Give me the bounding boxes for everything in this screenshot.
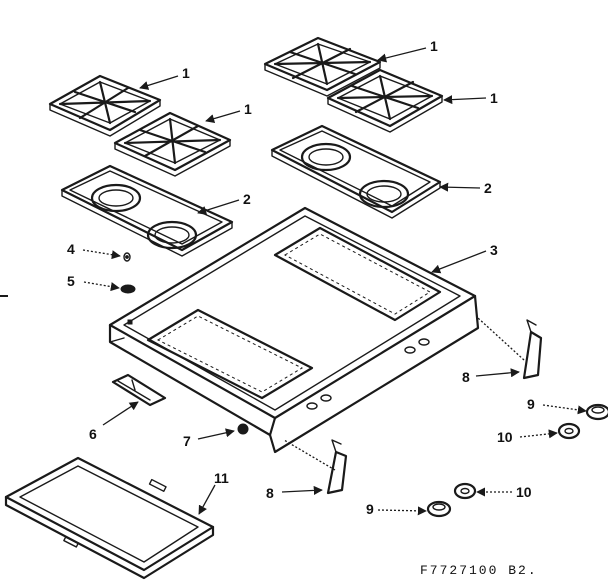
- drip-tray-left: [60, 164, 234, 257]
- callout-3: 3: [490, 242, 498, 258]
- side-trim-right: [522, 319, 543, 380]
- callout-9-lower: 9: [366, 501, 374, 517]
- bezel-upper: [557, 422, 581, 440]
- part-4: [123, 252, 131, 262]
- grate-right-bottom: [326, 68, 444, 133]
- grate-left-bottom: [113, 111, 232, 177]
- cooktop: [108, 206, 480, 454]
- callout-10-upper: 10: [497, 429, 513, 445]
- callout-8-right: 8: [462, 369, 470, 385]
- side-trim-left: [326, 439, 348, 495]
- part-5: [120, 284, 136, 294]
- callout-9-upper: 9: [527, 396, 535, 412]
- panel: [4, 456, 215, 580]
- part-7: [237, 423, 249, 435]
- callout-5: 5: [67, 273, 75, 289]
- callout-10-lower: 10: [516, 484, 532, 500]
- drawing-number: F7727100 B2.: [420, 563, 538, 578]
- bracket: [111, 373, 167, 407]
- callout-4: 4: [67, 241, 75, 257]
- callout-7: 7: [183, 433, 191, 449]
- callout-1-left-top: 1: [182, 65, 190, 81]
- callout-1-left-bottom: 1: [244, 101, 252, 117]
- leader-lines: [82, 47, 587, 516]
- knob-lower: [426, 500, 452, 518]
- bezel-lower: [453, 482, 477, 500]
- callout-1-right-top: 1: [430, 38, 438, 54]
- callout-2-right: 2: [484, 180, 492, 196]
- drip-tray-right: [270, 124, 442, 219]
- callout-2-left: 2: [243, 191, 251, 207]
- callout-6: 6: [89, 426, 97, 442]
- grate-left-top: [48, 74, 162, 137]
- knob-upper: [585, 403, 608, 421]
- callout-11: 11: [214, 470, 229, 486]
- callout-1-right-bottom: 1: [490, 90, 498, 106]
- grate-right-top: [263, 36, 382, 97]
- callout-8-left: 8: [266, 485, 274, 501]
